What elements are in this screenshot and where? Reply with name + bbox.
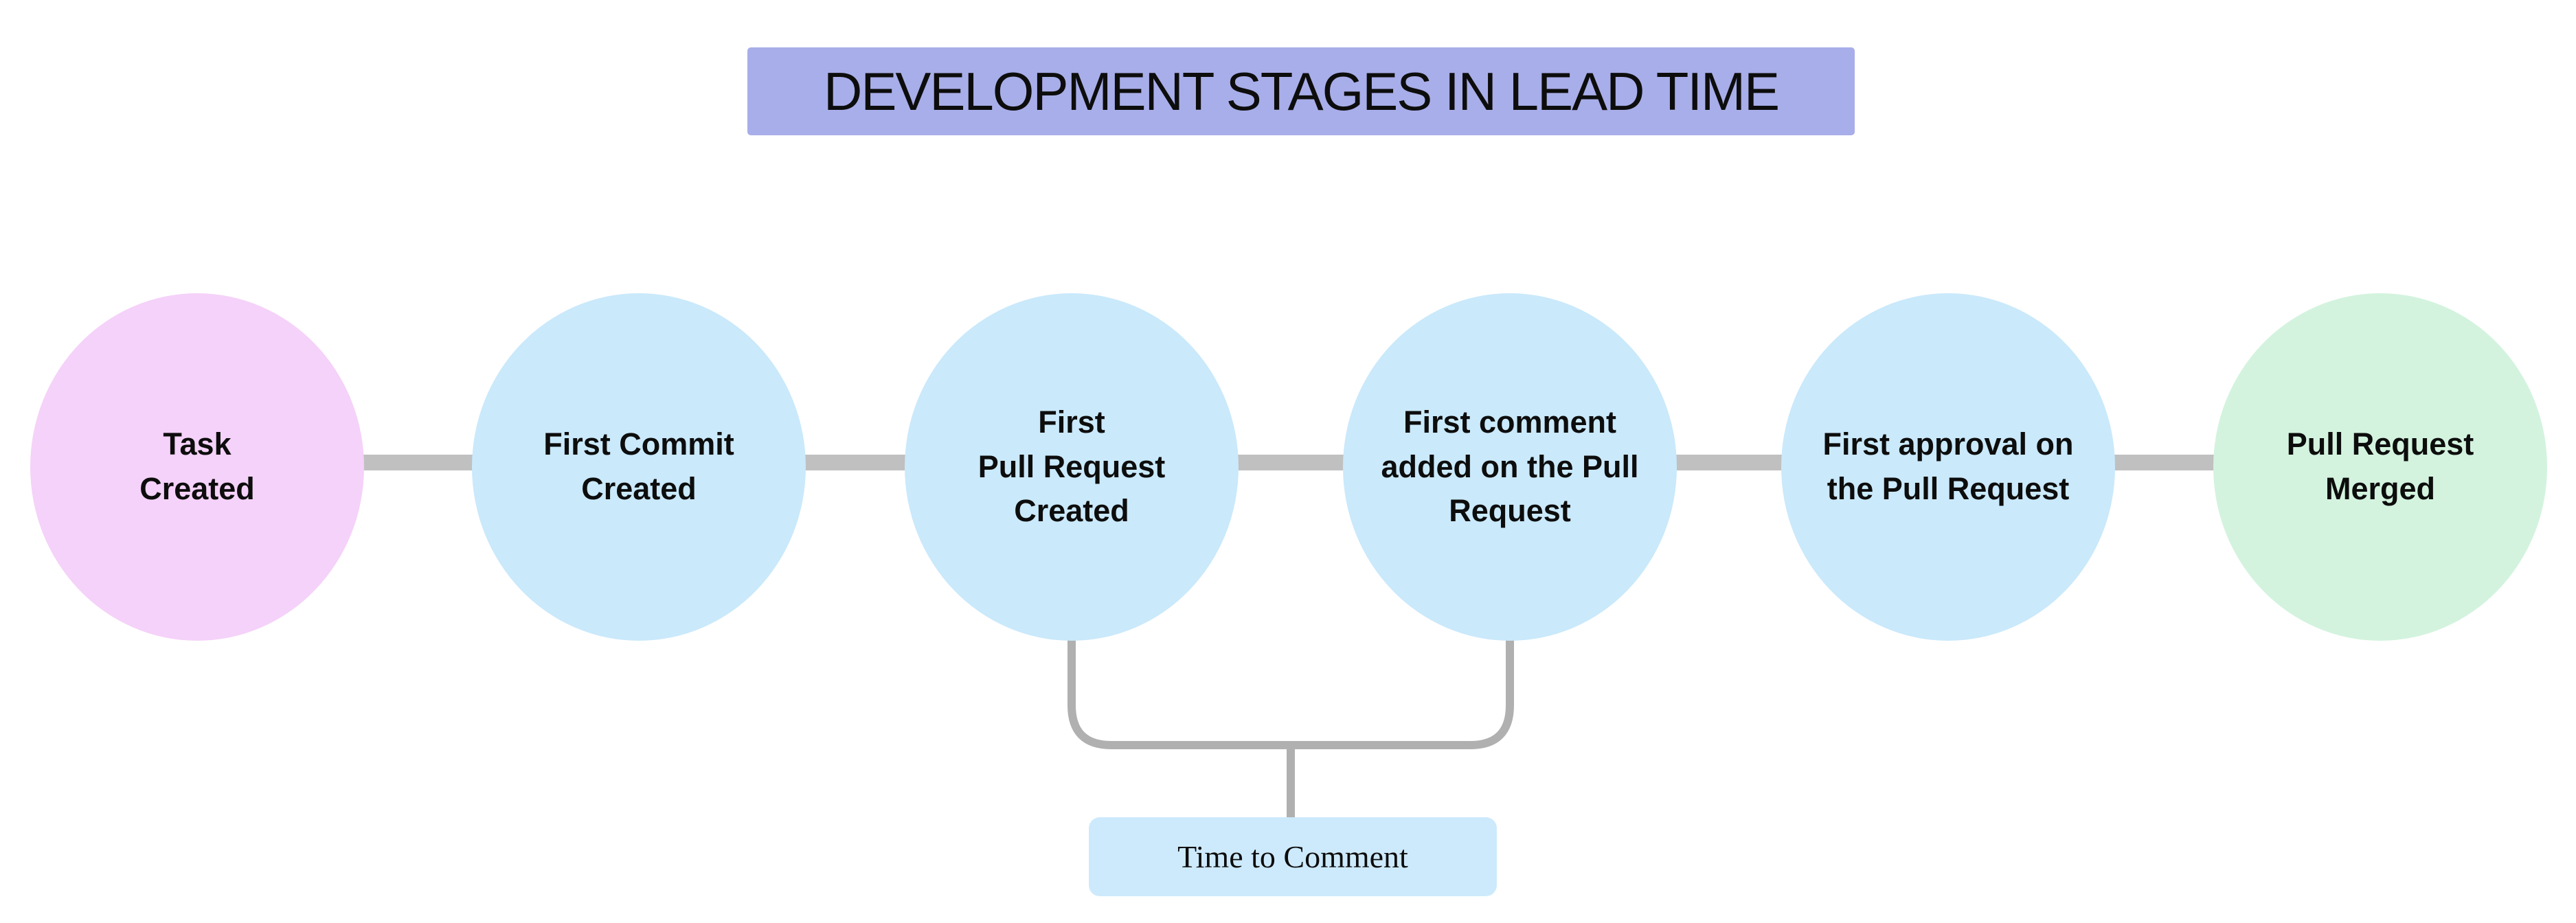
stage-circle-1: Task Created — [30, 293, 364, 641]
stage-circle-4: First comment added on the Pull Request — [1343, 293, 1677, 641]
stage-label: First Commit Created — [543, 426, 734, 506]
stage-circle-2: First Commit Created — [472, 293, 806, 641]
stage-circle-6: Pull Request Merged — [2213, 293, 2547, 641]
stage-circle-3: First Pull Request Created — [905, 293, 1239, 641]
stage-circle-5: First approval on the Pull Request — [1781, 293, 2115, 641]
time-to-comment-label: Time to Comment — [1089, 817, 1497, 896]
stage-label: First comment added on the Pull Request — [1381, 404, 1639, 529]
stage-label: Task Created — [139, 426, 255, 506]
stage-label: First approval on the Pull Request — [1822, 426, 2074, 506]
stage-label: Pull Request Merged — [2286, 426, 2474, 506]
stage-label: First Pull Request Created — [978, 404, 1166, 529]
page-title: DEVELOPMENT STAGES IN LEAD TIME — [747, 47, 1855, 135]
